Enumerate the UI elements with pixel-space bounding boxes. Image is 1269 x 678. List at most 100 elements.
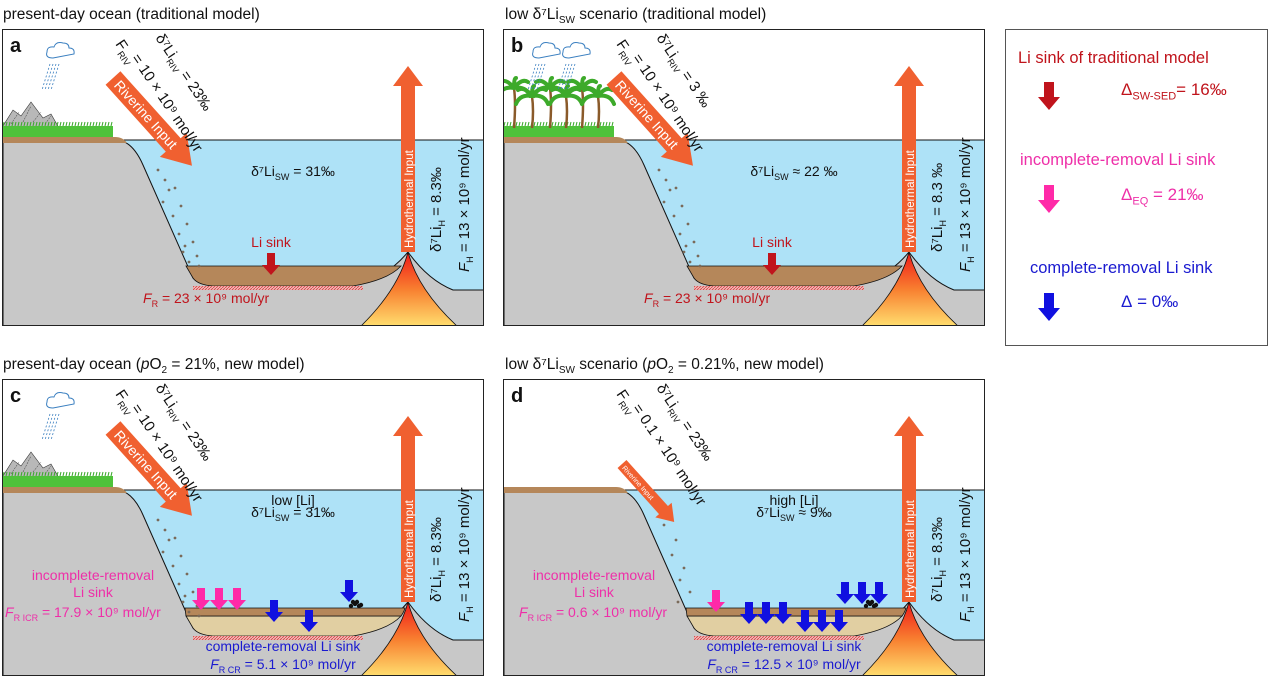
incomplete-removal-label: incomplete-removal [32,567,154,583]
legend-val-incomplete: = 21‰ [1148,185,1204,204]
panel-c-title-p: p [140,356,150,373]
legend: Li sink of traditional model ΔSW-SED= 16… [1005,29,1268,346]
panel-c-title: present-day ocean (pO2 = 21%, new model) [3,356,305,376]
sediment-particle [179,554,183,558]
panel-c-title-o2: O [149,356,162,373]
legend-title-complete: complete-removal Li sink [1030,259,1213,277]
rain-cloud-icon [41,42,75,91]
land-soil [504,137,628,143]
sediment-particle [156,168,160,172]
li-sink-label: Li sink [752,234,793,250]
sediment-layer [185,265,402,287]
hydrothermal-input-label: Hydrothermal Input [905,149,917,248]
complete-sink-arrow-icon [1038,293,1060,321]
panel-c-letter: c [10,385,21,407]
sediment-particle [177,232,181,236]
sink-hatch [193,636,363,640]
hydrothermal-input-label: Hydrothermal Input [404,149,416,248]
traditional-sink-arrow-icon [1038,82,1060,110]
incomplete-removal-flux: FR ICR = 0.6 × 10⁹ mol/yr [519,604,667,623]
sediment-particle [163,178,167,182]
sediment-particle [197,264,201,268]
sediment-particle [183,594,187,598]
lithium-concentration-label: high [Li] [769,492,818,508]
volcano-magma [361,600,457,675]
hydrothermal-input-arrow: Hydrothermal Input [894,416,924,602]
sediment-particle [678,578,682,582]
incomplete-removal-label-line2: Li sink [574,584,615,600]
panel-d-title: low δ⁷LiSW scenario (pO2 = 0.21%, new mo… [505,356,824,376]
sediment-particle [664,178,668,182]
land-soil [3,137,127,143]
panel-b-title-sub: SW [558,15,575,27]
sediment-particle [167,538,171,542]
sediment-particle [680,204,684,208]
palm-tree-icon [548,84,584,129]
sediment-particle [682,566,686,570]
sink-hatch [694,636,864,640]
sediment-particle [161,550,165,554]
sink-hatch [193,286,363,290]
legend-delta-complete: Δ [1121,292,1133,311]
panel-a-letter: a [10,35,22,57]
incomplete-sink-arrow-icon [1038,185,1060,213]
sediment-particle [185,572,189,576]
sediment-particle [195,254,199,258]
complete-sink-arrow [796,610,814,632]
complete-sink-arrow [340,580,358,602]
panel-d-letter: d [511,385,523,407]
sediment-particle [688,260,692,264]
sediment-particle [179,204,183,208]
legend-value-traditional: ΔSW-SED= 16‰ [1121,80,1227,102]
mountain-cracks [10,105,52,125]
panel-d-title-o2: O [655,356,669,373]
complete-sink-arrow [830,610,848,632]
volcano-magma [361,250,457,325]
sediment-particle [676,600,680,604]
rain-cloud-icon [527,42,561,91]
complete-sink-arrow [740,602,758,624]
traditional-sink-arrow [262,253,280,275]
land-soil [3,487,127,493]
panel-d-title-pre: low δ⁷Li [505,356,559,373]
incomplete-removal-label: incomplete-removal [533,567,655,583]
sediment-particle [674,186,678,190]
sediment-particle [183,244,187,248]
legend-sub-incomplete: EQ [1132,195,1149,208]
complete-sink-arrow [757,602,775,624]
panel-b-title-pre: low δ⁷Li [505,6,559,23]
sediment-particle [163,528,167,532]
sediment-lower-layer [686,615,903,637]
complete-sink-arrow [813,610,831,632]
panel-d-title-o2-sub: 2 [668,365,674,377]
sediment-lower-layer [185,615,402,637]
palm-tree-icon [514,84,550,129]
incomplete-sink-arrow [210,588,228,610]
sediment-particle [173,186,177,190]
sediment-particle [672,214,676,218]
hydrothermal-flux: FH = 13 × 10⁹ mol/yr [456,137,475,272]
legend-delta-traditional: Δ [1121,80,1133,99]
panel-b-title: low δ⁷LiSW scenario (traditional model) [505,6,766,26]
sediment-particle [698,264,702,268]
land-soil [504,487,628,493]
sediment-particle [197,614,201,618]
seawater-isotope: δ⁷LiSW ≈ 9‰ [756,504,832,523]
sediment-particle [185,222,189,226]
sediment-particle [696,254,700,258]
hydrothermal-flux: FH = 13 × 10⁹ mol/yr [957,487,976,622]
sediment-particle [187,260,191,264]
legend-delta-incomplete: Δ [1121,185,1133,204]
panel-d-title-mid: scenario ( [574,356,648,373]
removal-flux: FR = 23 × 10⁹ mol/yr [644,290,770,309]
sediment-particle [686,222,690,226]
panel-c-title-post: = 21%, new model) [167,356,305,373]
sediment-particle [171,214,175,218]
sediment-particle [684,244,688,248]
hydrothermal-input-arrow: Hydrothermal Input [393,416,423,602]
panel-d-title-p: p [647,356,656,373]
sediment-particle [156,518,160,522]
traditional-sink-arrow [763,253,781,275]
